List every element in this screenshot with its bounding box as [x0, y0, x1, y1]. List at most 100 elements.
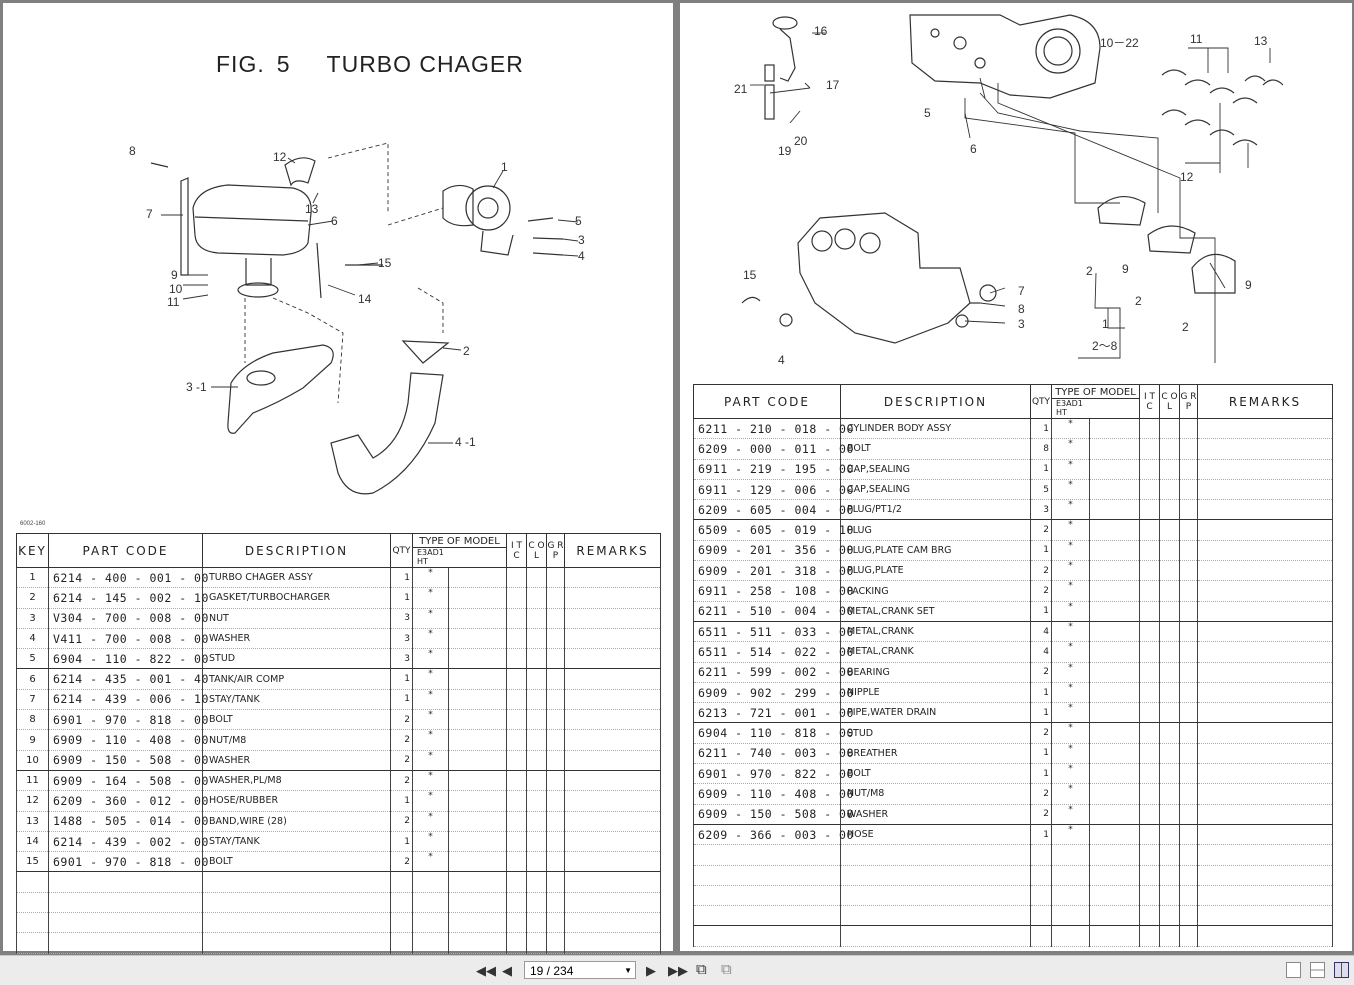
part-code-cell: 6211 - 510 - 004 - 00: [693, 601, 853, 622]
callout-9a: 9: [1122, 262, 1129, 276]
col-cell: [1159, 560, 1180, 582]
qty-cell: 2: [1030, 662, 1052, 683]
chevron-down-icon[interactable]: ▼: [624, 966, 632, 975]
facing-view-icon[interactable]: [1334, 962, 1349, 978]
remarks-cell: [1197, 885, 1334, 907]
model-mark-cell: *: [1051, 580, 1090, 602]
prev-page-icon[interactable]: ◀: [502, 963, 512, 978]
col-cell: [526, 648, 547, 670]
lower-block-shape: [797, 212, 971, 344]
model-mark-cell: *: [1051, 722, 1090, 744]
callout-9b: 9: [1245, 278, 1252, 292]
part-code-cell: 6911 - 129 - 006 - 00: [693, 479, 853, 501]
key-cell: 15: [16, 851, 49, 873]
model-extra-cell: [1088, 519, 1140, 541]
col-qty: QTY: [390, 533, 413, 568]
model-extra-cell: [447, 912, 507, 934]
model-mark-cell: *: [412, 750, 449, 771]
itc-cell: [506, 608, 527, 629]
model-mark-cell: *: [1051, 783, 1090, 805]
col-cell: [526, 871, 547, 893]
description-cell: WASHER: [840, 804, 1031, 825]
remarks-cell: [564, 628, 662, 650]
col-cell: [1159, 479, 1180, 501]
model-extra-cell: [1088, 601, 1140, 622]
description-cell: BEARING: [840, 662, 1031, 683]
description-cell: STUD: [840, 722, 1031, 744]
callout-6: 6: [970, 142, 977, 156]
model-mark-cell: *: [412, 851, 449, 873]
model-mark-cell: *: [1051, 459, 1090, 480]
grp-cell: [1179, 925, 1198, 947]
model-mark-cell: *: [1051, 743, 1090, 765]
part-code-cell: 6511 - 511 - 033 - 00: [693, 621, 853, 643]
col-type-of-model: TYPE OF MODEL E3AD1 HT: [411, 533, 508, 568]
col-cell: [526, 709, 547, 731]
key-cell: [16, 932, 49, 954]
grp-cell: [1179, 499, 1198, 521]
model-mark-cell: *: [412, 770, 449, 792]
model-extra-cell: [1088, 540, 1140, 562]
grp-cell: [1179, 824, 1198, 846]
col-cell: [1159, 621, 1180, 643]
grp-cell: [1179, 865, 1198, 886]
model-mark-cell: [412, 892, 449, 914]
description-cell: [202, 912, 391, 934]
key-cell: 6: [16, 668, 49, 690]
col-cell: [526, 628, 547, 650]
grp-cell: [546, 709, 565, 731]
callout-8: 8: [1018, 302, 1025, 316]
single-page-view-icon[interactable]: [1286, 962, 1301, 978]
key-cell: [16, 871, 49, 893]
model-mark-cell: *: [412, 668, 449, 690]
description-cell: [202, 932, 391, 954]
remarks-cell: [1197, 418, 1334, 440]
remarks-cell: [1197, 519, 1334, 541]
description-cell: WASHER: [202, 628, 391, 650]
description-cell: BOLT: [202, 851, 391, 873]
page-number-select[interactable]: 19 / 234 ▼: [524, 961, 636, 979]
description-cell: NIPPLE: [840, 682, 1031, 704]
qty-cell: [390, 871, 413, 893]
callout-4-1: 4 -1: [455, 435, 476, 449]
remarks-cell: [1197, 438, 1334, 460]
model-mark-cell: *: [1051, 418, 1090, 440]
col-cell: [1159, 499, 1180, 521]
model-extra-cell: [1088, 865, 1140, 886]
key-cell: 8: [16, 709, 49, 731]
qty-cell: 1: [1030, 682, 1052, 704]
part-code-cell: 6909 - 902 - 299 - 00: [693, 682, 853, 704]
qty-cell: 1: [390, 587, 413, 609]
model-extra-cell: [1088, 682, 1140, 704]
model-mark-cell: *: [1051, 641, 1090, 663]
last-page-icon[interactable]: ▶▶: [668, 963, 688, 978]
itc-cell: [506, 628, 527, 650]
fig-label: FIG.: [216, 51, 265, 77]
col-cell: [1159, 418, 1180, 440]
bearing-shells: [1161, 69, 1284, 146]
rotate-icon[interactable]: ⧉: [696, 961, 707, 978]
callout-4: 4: [778, 353, 785, 367]
part-code-cell: 6214 - 439 - 006 - 10: [48, 689, 208, 711]
table-row: [16, 932, 662, 954]
itc-cell: [1139, 519, 1160, 541]
key-cell: 9: [16, 729, 49, 751]
part-code-cell: 1488 - 505 - 014 - 00: [48, 811, 208, 832]
continuous-view-icon[interactable]: [1310, 962, 1325, 978]
copy-pages-icon[interactable]: ⧉: [721, 961, 732, 978]
grp-cell: [1179, 459, 1198, 480]
itc-cell: [1139, 418, 1160, 440]
description-cell: BOLT: [840, 763, 1031, 785]
model-mark-cell: [1051, 865, 1090, 886]
next-page-icon[interactable]: ▶: [646, 963, 656, 978]
first-page-icon[interactable]: ◀◀: [476, 963, 496, 978]
model-extra-cell: [1088, 560, 1140, 582]
part-code-cell: [693, 865, 841, 886]
col-cell: [1159, 865, 1180, 886]
